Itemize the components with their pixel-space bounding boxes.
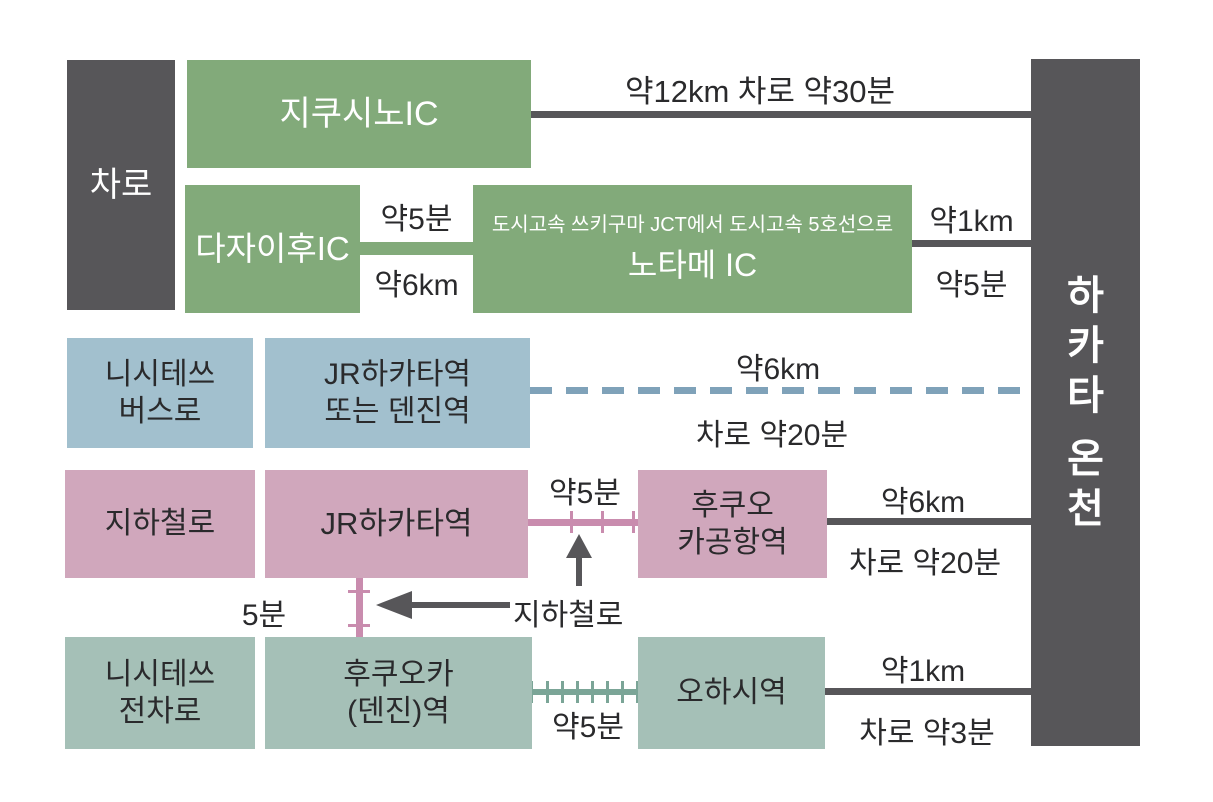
ohashi-time-label: 차로 약3분 — [859, 717, 995, 750]
subway-mode-label: 지하철로 — [104, 507, 216, 541]
chikushino-ic-label: 지쿠시노IC — [279, 94, 439, 133]
chikushino-ic-box: 지쿠시노IC — [187, 60, 531, 168]
dazaifu-gap-time-label: 약5분 — [380, 203, 453, 236]
destination-char: 카 — [1067, 324, 1104, 368]
dazaifu-gap-dist-label: 약6km — [374, 269, 459, 302]
route-line-top — [531, 111, 1031, 118]
car-mode-box: 차로 — [67, 60, 175, 310]
bus-mode-box: 니시테쓰 버스로 — [67, 338, 253, 448]
jr-hakata-label: JR하카타역 — [320, 505, 473, 541]
subway-mode-box: 지하철로 — [65, 470, 255, 578]
bus-station-line2: 또는 덴진역 — [324, 395, 471, 428]
ohashi-label: 오하시역 — [676, 676, 787, 710]
destination-box: 하 카 타 온 천 — [1031, 59, 1140, 746]
dazaifu-ic-label: 다자이후IC — [195, 230, 350, 268]
notame-ic-note: 도시고속 쓰키구마 JCT에서 도시고속 5호선으로 — [491, 214, 894, 236]
car-mode-label: 차로 — [89, 165, 153, 204]
bus-dist-label: 약6km — [735, 353, 821, 386]
jr-hakata-station-box: JR하카타역 — [265, 470, 528, 578]
airport-time-label: 차로 약20분 — [848, 547, 1002, 580]
destination-char: 천 — [1067, 487, 1104, 531]
dazaifu-ic-box: 다자이후IC — [185, 185, 360, 313]
notame-dist-label: 약1km — [929, 205, 1014, 238]
airport-station-line1: 후쿠오 — [691, 488, 774, 522]
bus-station-box: JR하카타역 또는 덴진역 — [265, 338, 530, 448]
ohashi-dist-label: 약1km — [880, 655, 966, 688]
destination-char: 온 — [1067, 437, 1104, 481]
tram-mode-line1: 니시테쓰 — [104, 657, 216, 691]
left-arrow-icon — [376, 591, 412, 619]
fukuoka-tenjin-station-box: 후쿠오카 (덴진)역 — [265, 637, 532, 749]
bus-time-label: 차로 약20분 — [695, 419, 849, 452]
up-arrow-line — [576, 555, 582, 586]
left-arrow-line — [408, 602, 510, 608]
airport-station-line2: 카공항역 — [677, 526, 788, 559]
destination-char: 하 — [1067, 274, 1104, 318]
airport-station-box: 후쿠오 카공항역 — [638, 470, 827, 578]
bus-mode-line1: 니시테쓰 — [104, 357, 216, 391]
transfer-time-label: 5분 — [241, 599, 287, 632]
fukuoka-tenjin-line2: (덴진)역 — [347, 695, 450, 728]
subway-rail-line — [528, 511, 638, 533]
transfer-rail-line — [348, 578, 370, 637]
notame-ic-label: 노타메 IC — [627, 247, 758, 283]
notame-ic-box: 도시고속 쓰키구마 JCT에서 도시고속 5호선으로 노타메 IC — [473, 185, 912, 313]
route-line-notame — [912, 240, 1031, 247]
notame-time-label: 약5분 — [935, 269, 1008, 302]
up-arrow-icon — [566, 534, 592, 558]
tram-mode-line2: 전차로 — [118, 695, 202, 728]
tram-ride-time-label: 약5분 — [552, 711, 624, 744]
destination-vertical-text: 하 카 타 온 천 — [1031, 59, 1140, 746]
dashed-bus-route-line — [530, 387, 1031, 394]
airport-dist-label: 약6km — [880, 486, 966, 519]
fukuoka-tenjin-line1: 후쿠오카 — [343, 657, 454, 691]
ohashi-station-box: 오하시역 — [638, 637, 825, 749]
tram-mode-box: 니시테쓰 전차로 — [65, 637, 255, 749]
dazaifu-notame-connector — [360, 242, 473, 255]
route-line-ohashi — [825, 688, 1031, 695]
bus-station-line1: JR하카타역 — [323, 357, 472, 391]
route-top-label: 약12km 차로 약30분 — [624, 74, 896, 109]
destination-char: 타 — [1067, 374, 1104, 418]
bus-mode-line2: 버스로 — [118, 395, 202, 428]
tram-rail-line — [532, 681, 638, 703]
route-line-airport — [827, 518, 1031, 525]
subway-ride-time-label: 약5분 — [549, 477, 621, 510]
subway-note-label: 지하철로 — [513, 599, 624, 632]
